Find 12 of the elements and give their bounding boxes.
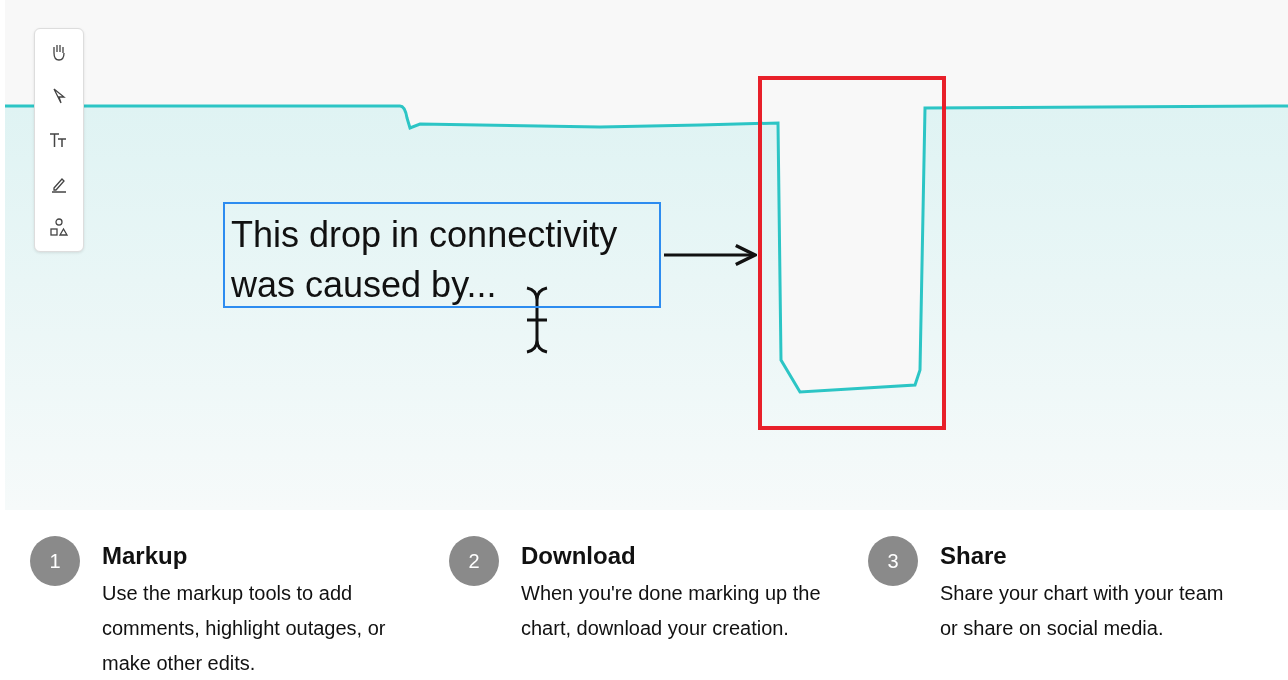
text-annotation-box: This drop in connectivity was caused by... — [223, 202, 661, 308]
highlight-rectangle — [758, 76, 946, 430]
step-description: When you're done marking up the chart, download your creation. — [521, 581, 821, 641]
step-number: 1 — [30, 536, 80, 586]
step-number: 3 — [868, 536, 918, 586]
arrow — [664, 243, 757, 267]
step-heading: Download — [521, 542, 636, 570]
step-heading: Markup — [102, 542, 188, 570]
step-description: Share your chart with your team or share on social media. — [940, 581, 1225, 641]
step-number: 2 — [449, 536, 499, 586]
step-heading: Share — [940, 542, 1007, 570]
step-description: Use the markup tools to add comments, highlight outages, or make other edits. — [102, 581, 387, 676]
